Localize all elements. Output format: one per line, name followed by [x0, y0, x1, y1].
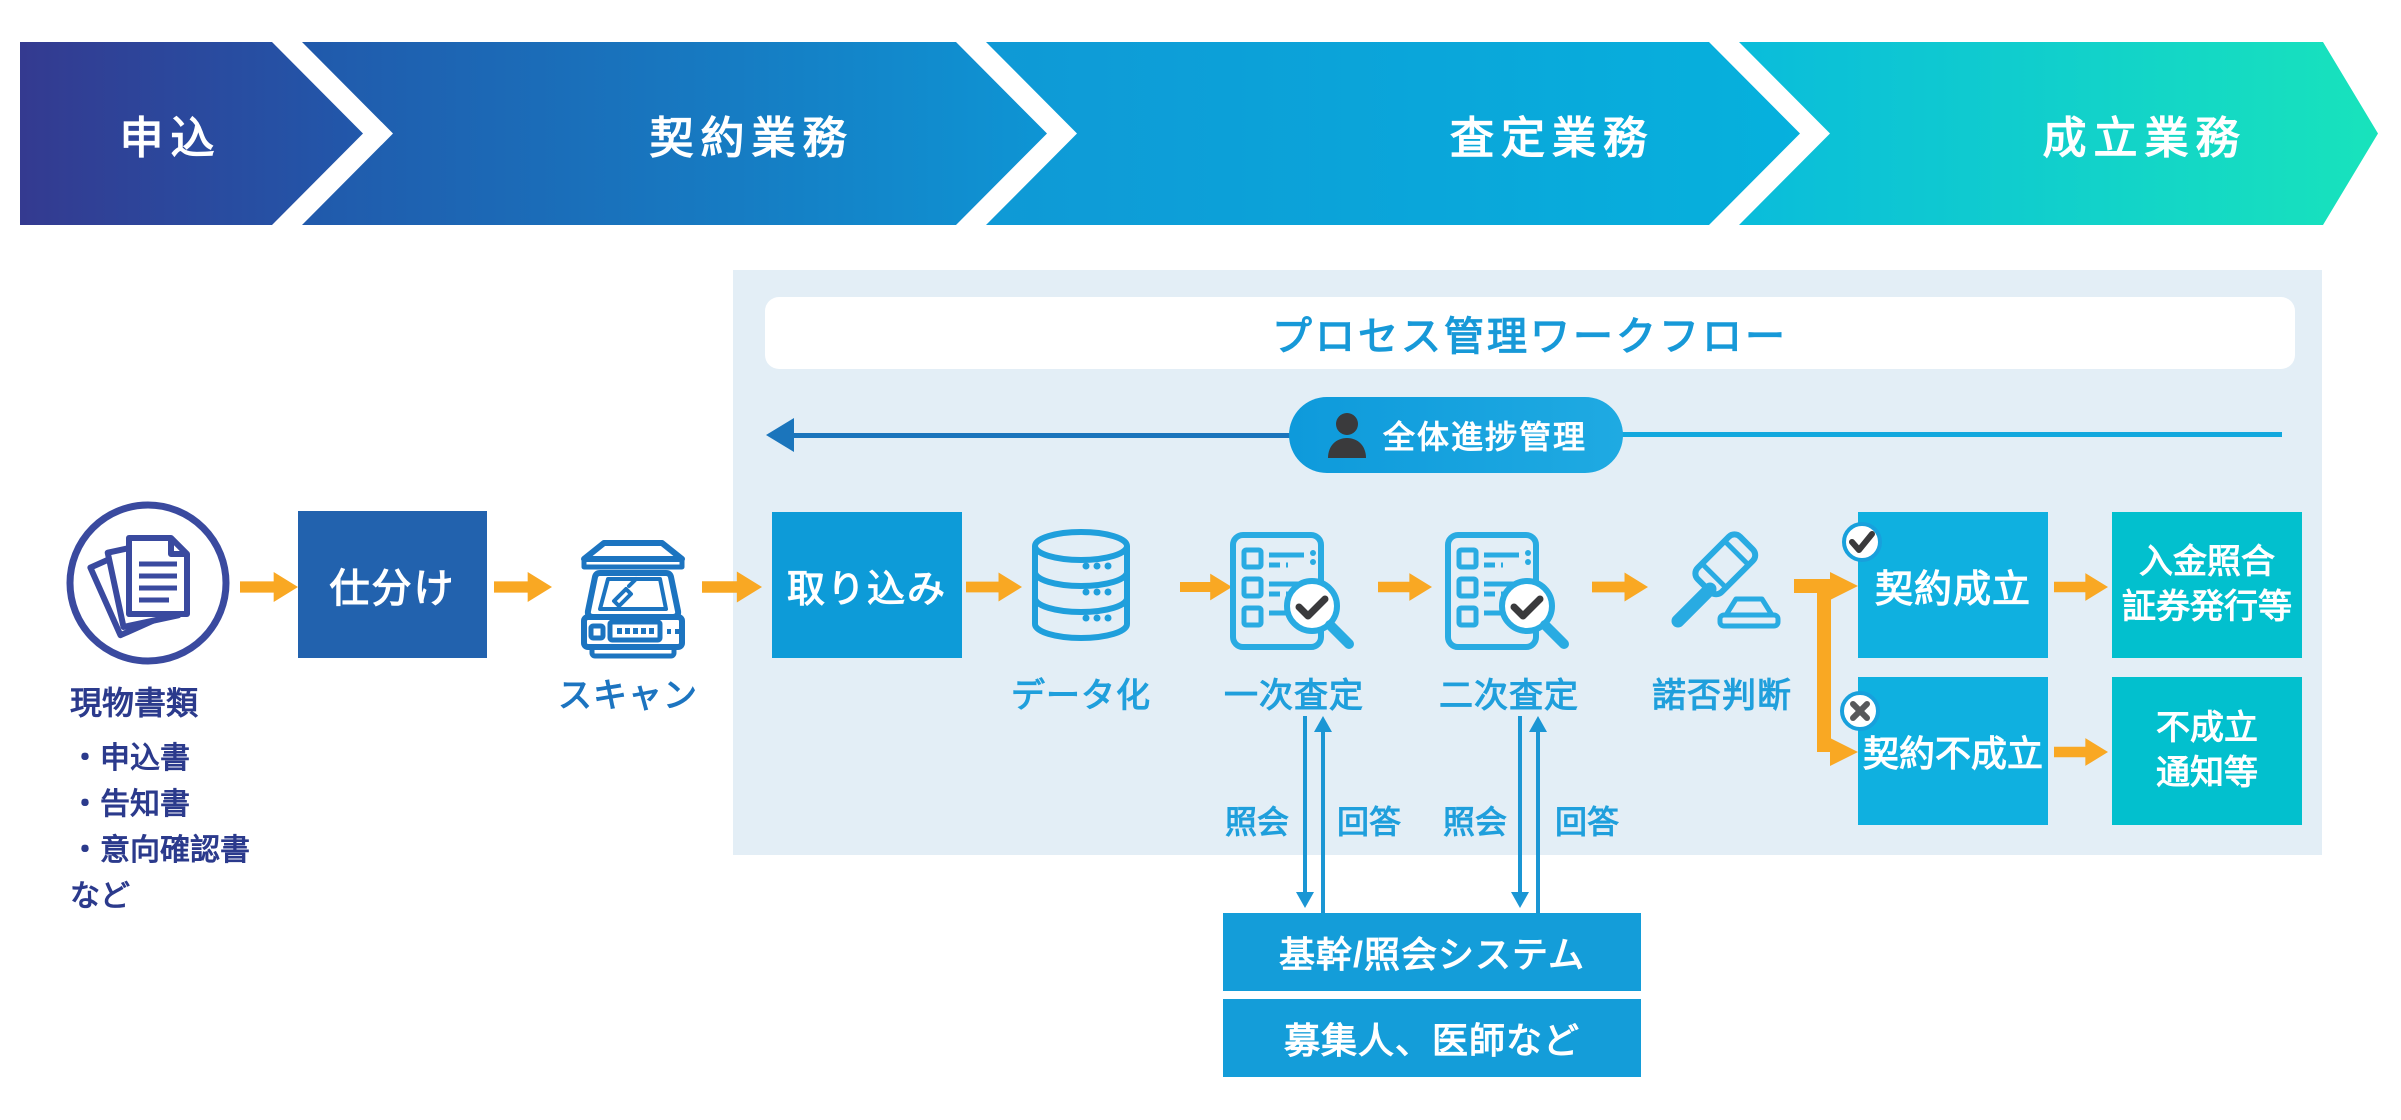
rejected-box-label: 契約不成立 [1862, 733, 2043, 774]
answer-label: 回答 [1554, 804, 1620, 840]
decision-label: 諾否判断 [1652, 677, 1792, 715]
flow-arrow-icon [1378, 573, 1432, 601]
progress-pill: 全体進捗管理 [1289, 397, 1623, 473]
flow-arrow-icon [1592, 572, 1648, 602]
checklist-magnifier-icon [1445, 532, 1569, 650]
approved-box: 契約成立 [1858, 512, 2048, 658]
query-down-arrow [1518, 716, 1522, 892]
flow-arrow-icon [702, 571, 762, 603]
banner-segment-completion: 成立業務 [1739, 42, 2378, 225]
flow-arrow-icon [2054, 573, 2108, 601]
documents-list: 現物書類 ・申込書 ・告知書 ・意向確認書 など [70, 678, 370, 920]
documents-label: 現物書類 [70, 685, 199, 721]
answer-up-arrowhead-icon [1314, 716, 1332, 732]
rejected-box: 契約不成立 [1858, 677, 2048, 825]
banner-segment-label: 成立業務 [2042, 113, 2247, 163]
query-down-arrow [1303, 716, 1307, 892]
flow-arrow-icon [240, 572, 298, 602]
documents-item: ・告知書 [70, 788, 190, 821]
banner-segment-application: 申込 [20, 42, 363, 225]
import-box: 取り込み [772, 512, 962, 658]
answer-up-arrow [1321, 731, 1325, 913]
progress-label: 全体進捗管理 [1382, 419, 1587, 455]
documents-item: ・意向確認書 [70, 834, 250, 867]
scan-label: スキャン [558, 677, 698, 715]
documents-item: ・申込書 [70, 742, 190, 775]
notice-box-line2: 通知等 [2156, 754, 2258, 792]
banner-segment-label: 契約業務 [649, 113, 854, 163]
workflow-title: プロセス管理ワークフロー [1272, 315, 1788, 359]
progress-line-left [792, 433, 1292, 438]
banner-segment-label: 査定業務 [1450, 113, 1654, 163]
check-circle-icon [1842, 522, 1882, 562]
answer-up-arrow [1536, 731, 1540, 913]
documents-item: など [70, 880, 130, 913]
approved-box-label: 契約成立 [1874, 568, 2031, 611]
gavel-icon [1671, 531, 1781, 629]
query-down-arrowhead-icon [1296, 892, 1314, 908]
person-icon [1327, 413, 1366, 458]
banner-segment-label: 申込 [119, 113, 222, 163]
digitize-label: データ化 [1011, 677, 1151, 715]
second-assessment-label: 二次査定 [1439, 677, 1579, 715]
checklist-magnifier-icon [1230, 532, 1354, 650]
first-assessment-label: 一次査定 [1224, 677, 1364, 715]
banner-segment-contract: 契約業務 [302, 42, 1047, 225]
notice-box-line1: 不成立 [2156, 709, 2258, 748]
database-icon [1032, 529, 1130, 641]
people-box: 募集人、医師など [1223, 999, 1641, 1077]
inquiry-label: 照会 [1442, 804, 1508, 840]
documents-circle-icon [66, 501, 230, 665]
inquiry-label: 照会 [1224, 804, 1290, 840]
notice-box: 不成立 通知等 [2112, 677, 2302, 825]
payment-box-line2: 証券発行等 [2122, 588, 2292, 626]
payment-box-line1: 入金照合 [2139, 543, 2275, 582]
payment-box: 入金照合 証券発行等 [2112, 512, 2302, 658]
answer-label: 回答 [1336, 804, 1402, 840]
left-arrowhead-icon [766, 418, 794, 452]
flow-arrow-icon [494, 572, 552, 602]
sort-box-label: 仕分け [329, 566, 456, 611]
answer-up-arrowhead-icon [1529, 716, 1547, 732]
flow-arrow-icon [2054, 738, 2108, 766]
flow-arrow-icon [1180, 573, 1232, 601]
workflow-title-bar: プロセス管理ワークフロー [765, 297, 2295, 369]
banner-segment-assessment: 査定業務 [986, 42, 1800, 225]
people-box-label: 募集人、医師など [1283, 1020, 1580, 1061]
cross-circle-icon [1840, 691, 1880, 731]
branch-arrow-icon [1794, 572, 1858, 766]
import-box-label: 取り込み [786, 568, 947, 611]
progress-line-right [1621, 432, 2282, 437]
scanner-icon [581, 540, 685, 659]
query-down-arrowhead-icon [1511, 892, 1529, 908]
system-box-label: 基幹/照会システム [1279, 934, 1585, 975]
sort-box: 仕分け [298, 511, 487, 658]
flow-arrow-icon [966, 572, 1022, 602]
system-box: 基幹/照会システム [1223, 913, 1641, 991]
